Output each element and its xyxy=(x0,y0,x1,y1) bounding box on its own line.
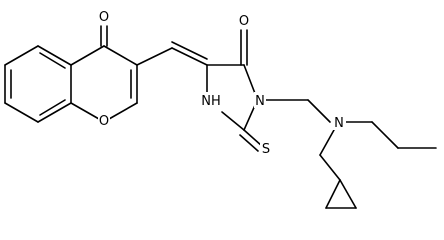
bond xyxy=(319,129,335,156)
bond xyxy=(37,102,72,123)
bond xyxy=(37,45,72,66)
label-background xyxy=(332,114,346,130)
cyclopropyl-ring xyxy=(325,179,357,209)
ring-oxygen-label: O xyxy=(99,114,109,129)
bond xyxy=(70,102,100,120)
double-bond xyxy=(171,41,208,60)
atom-labels: O O O N NH S N xyxy=(98,8,346,157)
bond xyxy=(325,179,341,209)
bond xyxy=(4,45,39,66)
molecule-structure-diagram: O O O N NH S N xyxy=(4,8,437,209)
label-background xyxy=(260,140,272,156)
bond xyxy=(136,47,173,66)
double-bond-inner xyxy=(39,52,66,69)
pyranone-ring xyxy=(70,25,138,120)
label-background xyxy=(238,12,250,28)
double-bond-inner xyxy=(39,99,66,116)
label-background xyxy=(98,112,110,128)
chromone-carbonyl-oxygen-label: O xyxy=(99,10,109,25)
bond xyxy=(108,102,138,120)
thione-bond xyxy=(243,129,263,147)
methylidene-linker xyxy=(136,41,208,66)
bond xyxy=(319,154,341,181)
bond xyxy=(70,45,105,66)
imidazolidinone-ring xyxy=(206,29,263,152)
bond xyxy=(103,45,138,66)
bond xyxy=(371,121,399,149)
thione-sulfur-label: S xyxy=(262,142,270,157)
ring-nitrogen-1-label: NH xyxy=(201,94,221,109)
bond xyxy=(307,99,331,123)
label-background xyxy=(98,8,110,24)
label-background xyxy=(200,92,222,108)
amine-nitrogen-label: N xyxy=(334,116,344,131)
double-bond xyxy=(171,47,208,66)
thione-bond xyxy=(239,134,259,152)
label-background xyxy=(254,92,266,108)
bond xyxy=(243,64,257,97)
bond xyxy=(221,111,245,131)
imidazolidinone-carbonyl-oxygen-label: O xyxy=(239,14,249,29)
benzene-ring xyxy=(4,45,72,123)
bond xyxy=(339,179,357,209)
bond xyxy=(4,102,39,123)
ring-nitrogen-3-label: N xyxy=(255,94,265,109)
aminomethyl-substituent xyxy=(265,99,437,181)
